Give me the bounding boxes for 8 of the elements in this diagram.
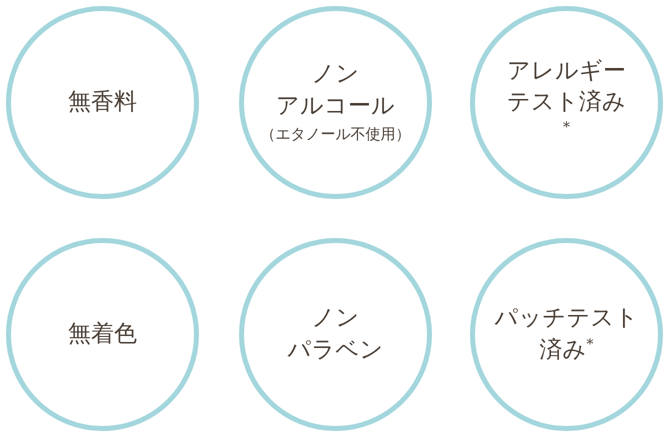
badge-label: 無香料 xyxy=(67,88,138,117)
badge-label: アルコール xyxy=(276,92,395,120)
badge-note: （エタノール不使用） xyxy=(260,124,410,145)
badge-label: ノン xyxy=(312,60,360,90)
badge-label: 無着色 xyxy=(68,320,137,349)
badge-label: パッチテスト済み$^{*}$ xyxy=(494,304,640,364)
badge-label: パラベン xyxy=(288,336,384,364)
badge-label: ノン xyxy=(312,304,360,334)
